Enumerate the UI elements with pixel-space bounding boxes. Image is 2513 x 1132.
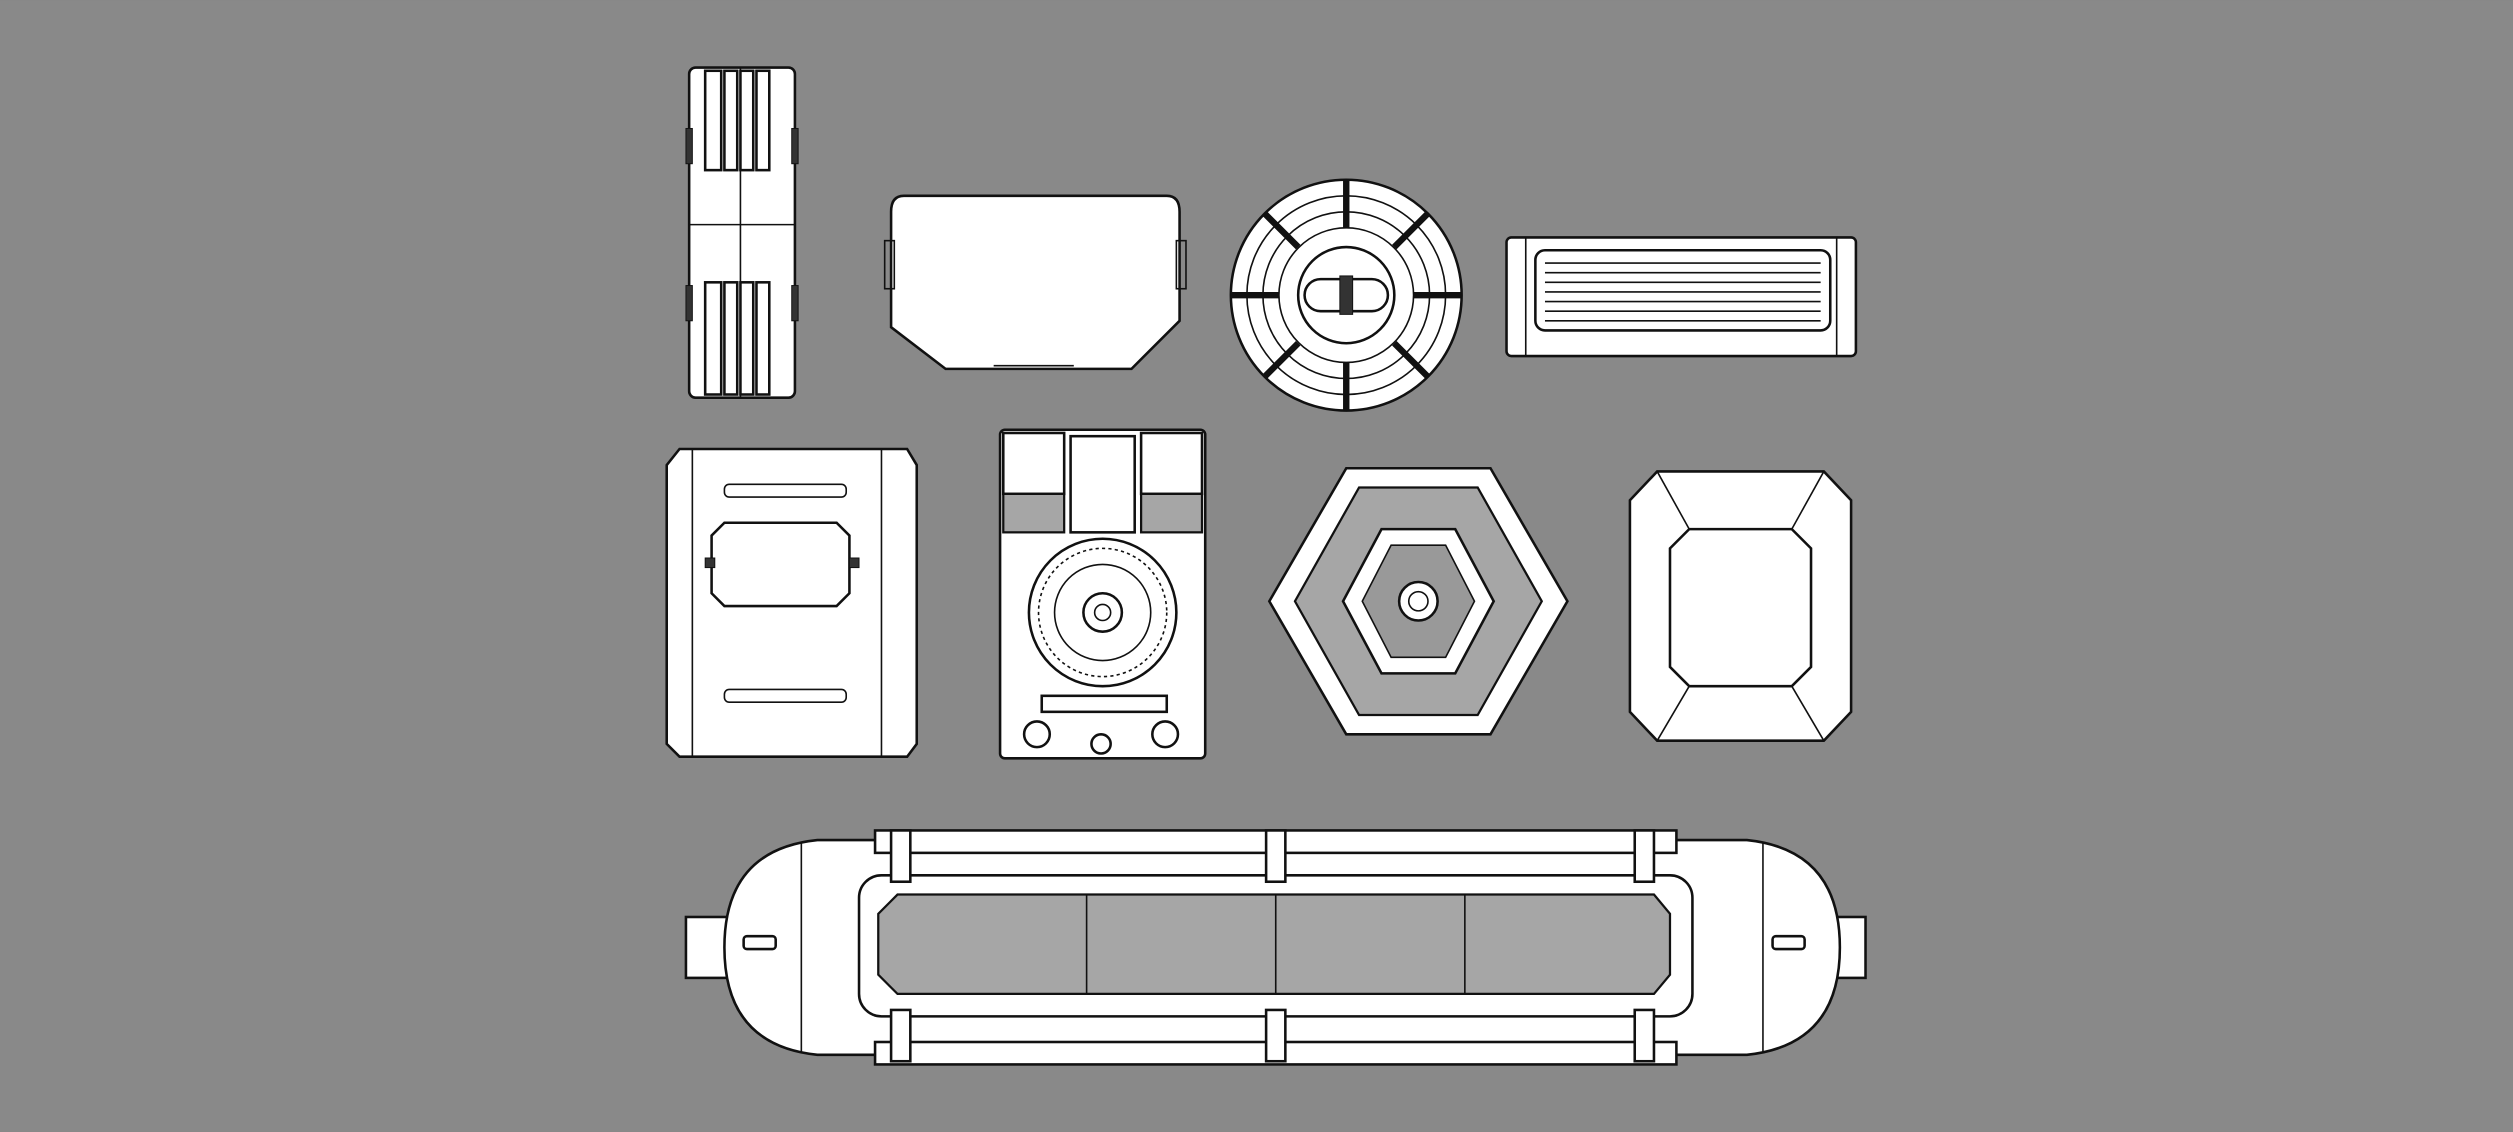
rounded-panel-part xyxy=(883,194,1187,371)
box-housing-part xyxy=(665,447,919,759)
hexagon-part xyxy=(1267,466,1569,736)
ribbed-block-part xyxy=(685,66,799,400)
octagon-tray-part xyxy=(1628,470,1853,742)
machine-panel-part xyxy=(998,428,1207,760)
grille-part xyxy=(1505,236,1858,358)
round-fan-part xyxy=(1229,178,1463,412)
capsule-part xyxy=(684,829,1867,1066)
